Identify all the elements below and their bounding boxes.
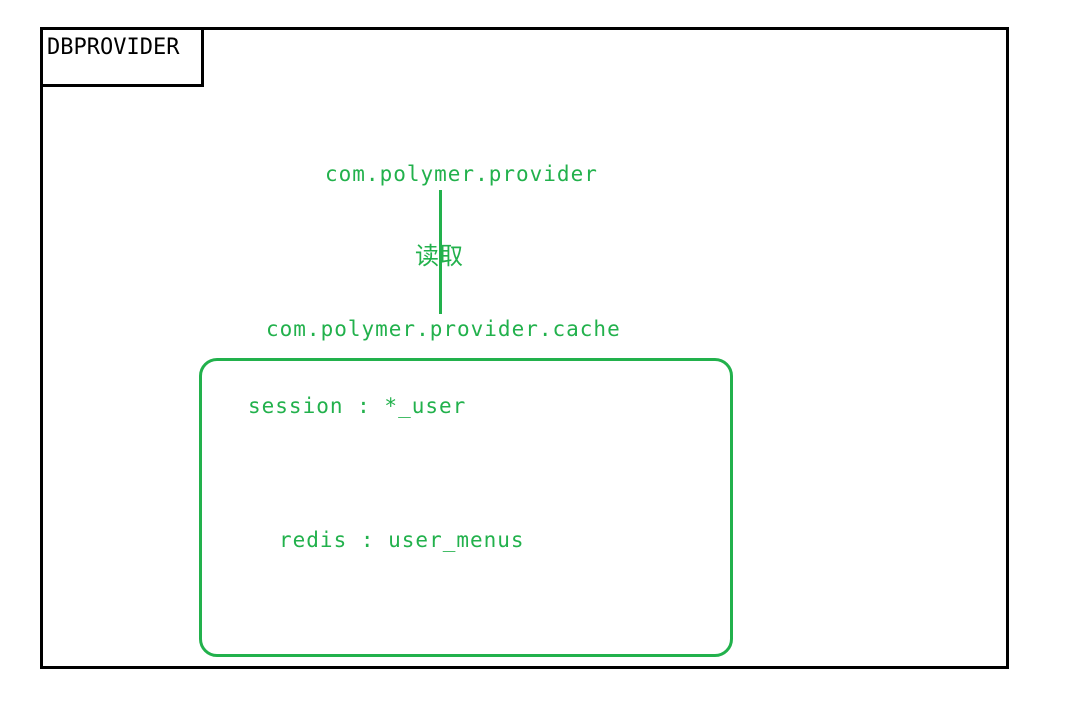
dbprovider-frame [40, 27, 1009, 669]
frame-title: DBPROVIDER [47, 35, 180, 60]
provider-package-label: com.polymer.provider [325, 162, 598, 186]
redis-cache-entry: redis : user_menus [279, 528, 525, 552]
cache-package-label: com.polymer.provider.cache [266, 317, 621, 341]
frame-title-tab [40, 27, 204, 87]
read-connector-line [439, 190, 442, 314]
read-edge-label: 读取 [415, 242, 463, 270]
cache-container-box [199, 358, 733, 657]
session-cache-entry: session : *_user [248, 394, 467, 418]
